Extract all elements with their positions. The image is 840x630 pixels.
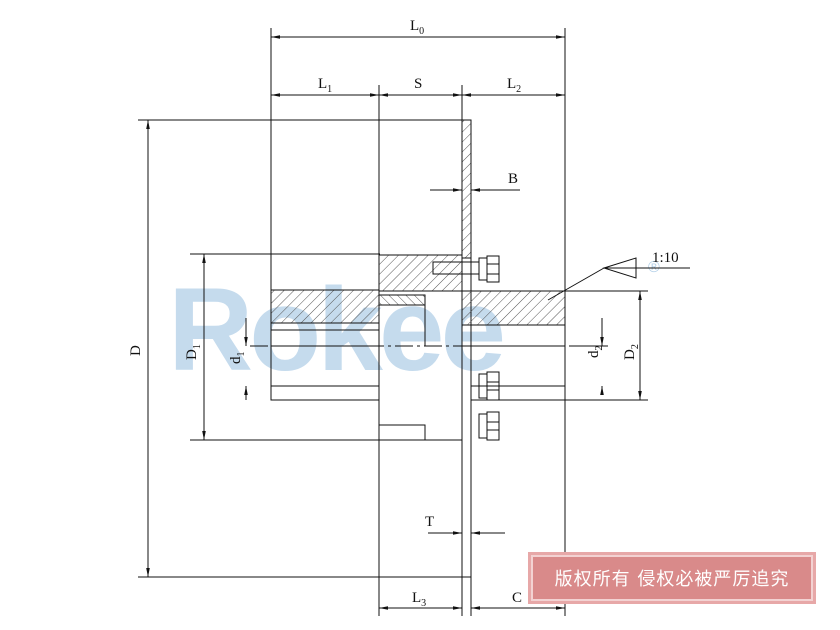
label-T: T [425,514,434,530]
label-taper: 1:10 [652,250,679,266]
copyright-text: 版权所有 侵权必被严厉追究 [554,569,790,590]
label-L0: L0 [410,18,424,37]
label-C: C [512,590,522,606]
label-D1: D1 [184,344,203,360]
copyright-badge: 版权所有 侵权必被严厉追究 [528,552,816,604]
label-d2: d2 [586,346,605,359]
label-L3: L3 [412,590,426,609]
label-B: B [508,171,518,187]
dimension-labels: L0 L1 S L2 B 1:10 D D1 d1 d2 D2 T L3 C [128,18,679,609]
label-L2: L2 [507,76,521,95]
coupling-body [138,28,648,616]
dimension-lines [146,35,690,610]
label-d1: d1 [228,352,247,365]
label-D: D [128,345,144,356]
label-L1: L1 [318,76,332,95]
label-S: S [414,76,422,92]
label-D2: D2 [622,344,641,360]
